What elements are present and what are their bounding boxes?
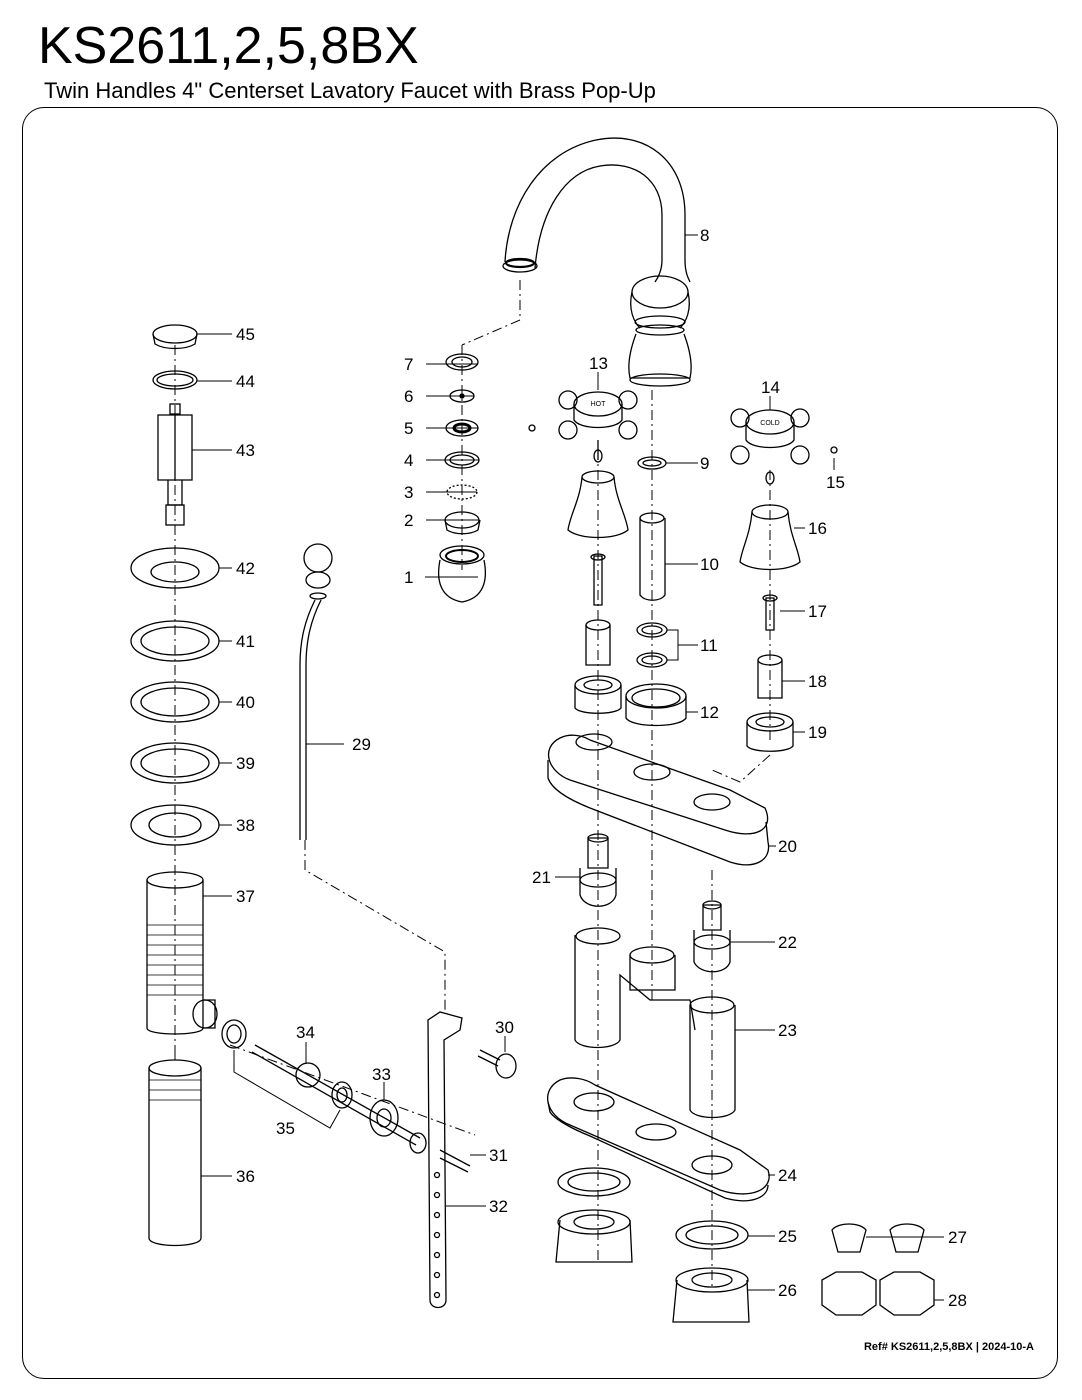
callout-30: 30 [495, 1018, 514, 1037]
callout-12: 12 [700, 703, 719, 722]
callout-20: 20 [778, 837, 797, 856]
part-20-escutcheon [547, 733, 770, 866]
callout-14: 14 [761, 378, 780, 397]
callout-37: 37 [236, 887, 255, 906]
callout-leaders [192, 234, 944, 1301]
diagram-frame [22, 107, 1058, 1379]
callout-10: 10 [700, 555, 719, 574]
callout-4: 4 [404, 451, 413, 470]
part-29-lift-rod [299, 543, 333, 840]
callout-45: 45 [236, 325, 255, 344]
callout-33: 33 [372, 1065, 391, 1084]
callout-40: 40 [236, 693, 255, 712]
cold-index-label: COLD [760, 420, 779, 427]
callout-13: 13 [589, 354, 608, 373]
callout-21: 21 [532, 868, 551, 887]
callout-11: 11 [700, 636, 718, 655]
callout-18: 18 [808, 672, 827, 691]
callout-17: 17 [808, 602, 827, 621]
callout-28: 28 [948, 1291, 967, 1310]
baseplate-and-fittings [547, 1077, 935, 1323]
callout-29: 29 [352, 735, 371, 754]
callout-23: 23 [778, 1021, 797, 1040]
pivot-rod-and-clevis-parts [221, 1011, 517, 1309]
callout-39: 39 [236, 754, 255, 773]
callout-9: 9 [700, 454, 709, 473]
callout-3: 3 [404, 483, 413, 502]
callout-7: 7 [404, 355, 413, 374]
callout-42: 42 [236, 559, 255, 578]
callout-26: 26 [778, 1281, 797, 1300]
callout-41: 41 [236, 632, 255, 651]
callout-1: 1 [404, 568, 413, 587]
callout-numbers: 1 2 3 4 5 6 7 8 9 10 11 12 13 14 15 16 1… [236, 226, 967, 1310]
callout-6: 6 [404, 387, 413, 406]
spout-shank-parts [625, 456, 687, 727]
model-number: KS2611,2,5,8BX [38, 17, 419, 75]
callout-8: 8 [700, 226, 709, 245]
callout-43: 43 [236, 441, 255, 460]
callout-15: 15 [826, 473, 845, 492]
part-8-spout [502, 137, 692, 387]
hot-handle-group [528, 390, 638, 714]
callout-22: 22 [778, 933, 797, 952]
callout-25: 25 [778, 1227, 797, 1246]
callout-24: 24 [778, 1166, 797, 1185]
callout-16: 16 [808, 519, 827, 538]
callout-27: 27 [948, 1228, 967, 1247]
callout-38: 38 [236, 816, 255, 835]
valve-body-parts [574, 833, 736, 1119]
callout-31: 31 [489, 1146, 508, 1165]
handle-indexes: HOT COLD [591, 401, 780, 427]
callout-36: 36 [236, 1167, 255, 1186]
reference-code: Ref# KS2611,2,5,8BX | 2024-10-A [863, 1341, 1034, 1353]
product-description: Twin Handles 4" Centerset Lavatory Fauce… [44, 78, 656, 103]
callout-2: 2 [404, 511, 413, 530]
cold-handle-group [730, 408, 838, 752]
callout-19: 19 [808, 723, 827, 742]
callout-32: 32 [489, 1197, 508, 1216]
callout-34: 34 [296, 1023, 315, 1042]
hot-index-label: HOT [591, 401, 607, 408]
callout-5: 5 [404, 419, 413, 438]
callout-35: 35 [276, 1119, 295, 1138]
assembly-axes [174, 280, 771, 1290]
callout-44: 44 [236, 372, 255, 391]
